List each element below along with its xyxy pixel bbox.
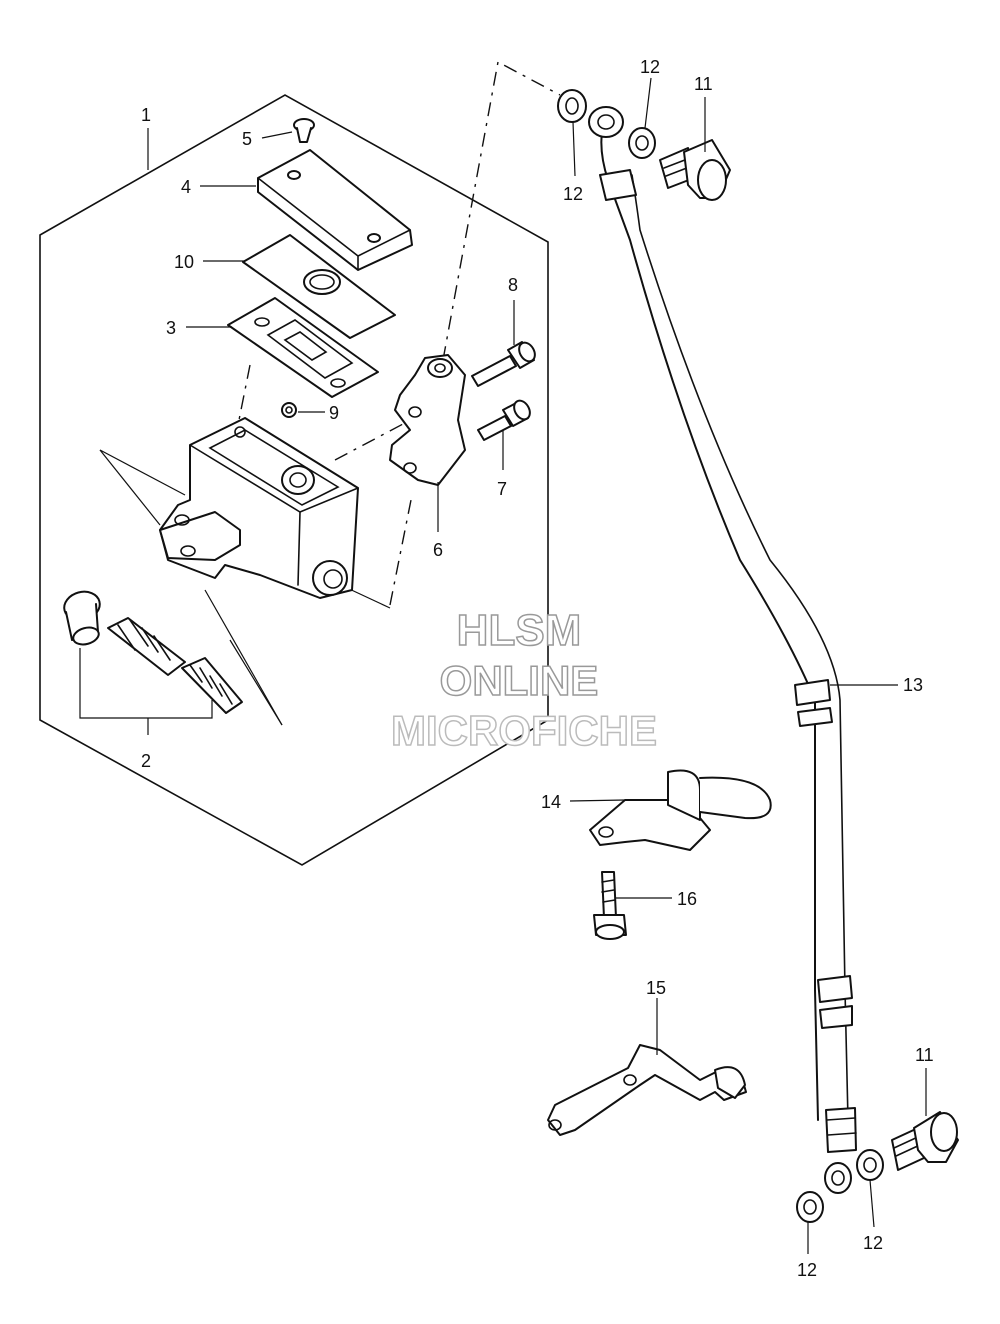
leader-2 [79, 648, 213, 735]
assembly-boundary [39, 94, 549, 866]
leader-12-a [572, 121, 576, 177]
plate-part-10 [242, 234, 396, 339]
callout-12-a: 12 [563, 184, 583, 204]
master-cylinder-body [159, 417, 359, 599]
nut-part-9 [281, 402, 297, 418]
callout-14: 14 [541, 792, 561, 812]
chain-line-cap [237, 364, 251, 426]
chain-line-bracket-hose [442, 60, 561, 361]
watermark: HLSM ONLINE MICROFICHE [390, 605, 658, 755]
banjo-bolt-part-11-top [659, 139, 731, 201]
washer-part-12-top-left [557, 89, 587, 123]
clamp-bracket-part-6 [389, 354, 466, 486]
guide-line-left-a [99, 449, 186, 496]
callout-13: 13 [903, 675, 923, 695]
callout-7: 7 [497, 479, 507, 499]
callout-12-d: 12 [863, 1233, 883, 1253]
washer-part-12-top-right [628, 127, 656, 159]
diaphragm-part-3 [227, 297, 379, 398]
watermark-line-2: ONLINE [440, 657, 599, 704]
bolt-part-8 [471, 341, 536, 387]
bolt-part-16 [593, 871, 627, 940]
callout-4: 4 [181, 177, 191, 197]
washer-part-12-bottom-right [856, 1149, 884, 1181]
washer-part-12-bottom-left [796, 1191, 824, 1223]
guide-line-piston-b [229, 639, 283, 726]
leader-14 [569, 799, 626, 802]
callout-1: 1 [141, 105, 151, 125]
guide-line-left-b [99, 449, 161, 526]
callout-3: 3 [166, 318, 176, 338]
guide-line-piston-a [204, 589, 283, 726]
callout-9: 9 [329, 403, 339, 423]
watermark-line-3: MICROFICHE [391, 707, 657, 754]
banjo-bolt-part-11-bottom [891, 1111, 959, 1171]
callout-6: 6 [433, 540, 443, 560]
reservoir-cap-part-4 [257, 149, 413, 271]
watermark-line-1: HLSM [457, 606, 582, 655]
bolt-part-7 [477, 399, 531, 441]
callout-2: 2 [141, 751, 151, 771]
leader-5 [261, 131, 293, 139]
bracket-part-15 [547, 1044, 747, 1136]
screw-part-5 [293, 118, 315, 143]
leader-12-d [869, 1179, 875, 1228]
callout-16: 16 [677, 889, 697, 909]
callout-12-b: 12 [640, 57, 660, 77]
callout-10: 10 [174, 252, 194, 272]
callout-12-c: 12 [797, 1260, 817, 1280]
callout-5: 5 [242, 129, 252, 149]
callout-11-bottom: 11 [915, 1045, 934, 1065]
callout-15: 15 [646, 978, 666, 998]
piston-kit-part-2 [63, 590, 243, 714]
hose-clamp-part-14 [589, 769, 772, 851]
leader-12-b [644, 77, 652, 129]
callout-11-top: 11 [694, 74, 713, 94]
brake-hose-part-13 [588, 106, 857, 1194]
callout-8: 8 [508, 275, 518, 295]
chain-line-clamp [389, 494, 413, 606]
